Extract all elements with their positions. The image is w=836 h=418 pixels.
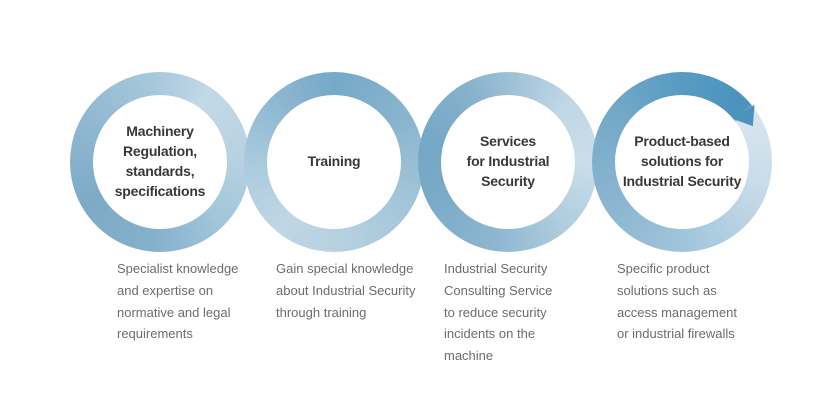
ring-product-based-inner: Product-based solutions for Industrial S… (615, 95, 749, 229)
ring-machinery-regulation: Machinery Regulation, standards, specifi… (70, 72, 250, 252)
ring-title-machinery-regulation: Machinery Regulation, standards, specifi… (114, 123, 206, 199)
description-machinery-regulation: Specialist knowledge and expertise on no… (117, 261, 239, 342)
ring-training: Training (244, 72, 424, 252)
ring-training-inner: Training (267, 95, 401, 229)
ring-services-inner: Services for Industrial Security (441, 95, 575, 229)
ring-machinery-regulation-inner: Machinery Regulation, standards, specifi… (93, 95, 227, 229)
ring-title-training: Training (307, 153, 361, 170)
description-training: Gain special knowledge about Industrial … (276, 261, 416, 320)
description-product-based: Specific product solutions such as acces… (617, 261, 737, 342)
ring-title-product-based: Product-based solutions for Industrial S… (622, 133, 742, 189)
description-services: Industrial Security Consulting Service t… (444, 261, 553, 364)
ring-title-services: Services for Industrial Security (466, 133, 550, 189)
ring-services: Services for Industrial Security (418, 72, 598, 252)
ring-product-based: Product-based solutions for Industrial S… (592, 72, 772, 252)
